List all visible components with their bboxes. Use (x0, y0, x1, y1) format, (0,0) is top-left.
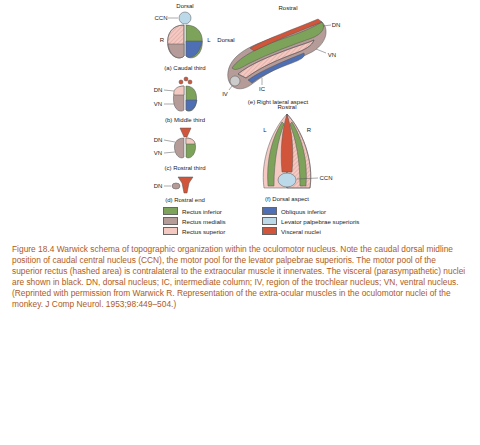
legend-swatch (262, 227, 277, 235)
orientation-label: Rostral (278, 5, 297, 11)
leader-line (164, 90, 174, 91)
legend-entry: Levator palpebrae superioris (262, 217, 359, 225)
structure-label: VN (328, 52, 336, 58)
visceral-nucleus (281, 114, 293, 172)
inferior-rectus-pool (186, 25, 202, 58)
lateral-nucleus-outline (228, 22, 326, 89)
legend-text: Visceral nuclei (281, 228, 321, 235)
legend-swatch (262, 217, 277, 225)
superior-rectus-pool (174, 86, 184, 95)
leader-line (164, 104, 174, 105)
structure-label: DN (154, 137, 163, 143)
inferior-oblique-pool (186, 41, 202, 57)
hatching (168, 25, 184, 58)
leader-line (262, 78, 263, 85)
legend-entry: Rectus inferior (163, 207, 222, 215)
panel-title: (a) Caudal third (164, 65, 205, 71)
superior-rectus-pool (168, 25, 184, 58)
hatching (238, 40, 314, 78)
inferior-rectus-pool (186, 86, 197, 111)
structure-label: DN (332, 22, 341, 28)
panel-title: (d) Rostral end (165, 197, 205, 203)
visceral-nucleus (250, 19, 322, 51)
ccn-nucleus (179, 12, 191, 24)
leader-line (164, 140, 175, 142)
legend-text: Rectus inferior (182, 208, 222, 215)
figure-caption: Figure 18.4 Warwick schema of topographi… (12, 244, 468, 311)
orientation-label: Dorsal (176, 3, 193, 9)
structure-label: CCN (155, 15, 168, 21)
structure-label: VN (154, 101, 162, 107)
structure-label: IV (222, 91, 228, 97)
legend-swatch (163, 207, 178, 215)
inferior-rectus-pool (186, 138, 196, 158)
orientation-label: Dorsal (217, 37, 234, 43)
intermediate-column (248, 53, 304, 83)
structure-label: CCN (320, 175, 333, 181)
legend-swatch (163, 227, 178, 235)
panel-title: (c) Rostral third (164, 165, 205, 171)
superior-rectus-pool (186, 138, 195, 144)
legend-text: Rectus medialis (182, 218, 226, 225)
leader-line (164, 152, 175, 153)
panel-title: (b) Middle third (165, 117, 205, 123)
side-label: L (207, 37, 210, 43)
visceral-nucleus (179, 80, 183, 84)
visceral-nucleus (180, 128, 191, 137)
legend-text: Rectus superior (182, 228, 225, 235)
legend-entry: Rectus medialis (163, 217, 226, 225)
leader-line (229, 86, 232, 90)
legend-text: Obliquus inferior (281, 208, 326, 215)
dorsal-nucleus (172, 183, 180, 189)
legend-entry: Obliquus inferior (262, 207, 326, 215)
medial-rectus-pool (174, 138, 184, 158)
visceral-nucleus (178, 177, 193, 193)
medial-rectus-pool (173, 86, 184, 111)
leader-line (297, 178, 318, 179)
side-label: R (160, 37, 164, 43)
side-label: L (263, 127, 266, 133)
structure-label: DN (154, 87, 163, 93)
leader-line (164, 186, 171, 187)
visceral-nucleus (188, 80, 192, 84)
panel-title: (f) Dorsal aspect (265, 196, 309, 202)
trochlear-region (230, 76, 240, 86)
legend-text: Levator palpebrae superioris (281, 218, 359, 225)
medial-rectus-pool (168, 44, 184, 58)
structure-label: DN (154, 183, 163, 189)
legend-swatch (163, 217, 178, 225)
side-label: R (307, 127, 311, 133)
visceral-nucleus (184, 77, 188, 81)
inferior-oblique-pool (186, 100, 197, 111)
leader-line (316, 49, 326, 53)
legend-swatch (262, 207, 277, 215)
legend-entry: Visceral nuclei (262, 227, 321, 235)
orientation-label: Rostral (277, 104, 296, 110)
superior-rectus-pool (238, 40, 314, 78)
ccn-nucleus (278, 173, 296, 187)
legend-entry: Rectus superior (163, 227, 225, 235)
leader-line (323, 25, 331, 26)
structure-label: VN (154, 150, 162, 156)
structure-label: IC (259, 86, 265, 92)
leader-line (168, 18, 178, 19)
